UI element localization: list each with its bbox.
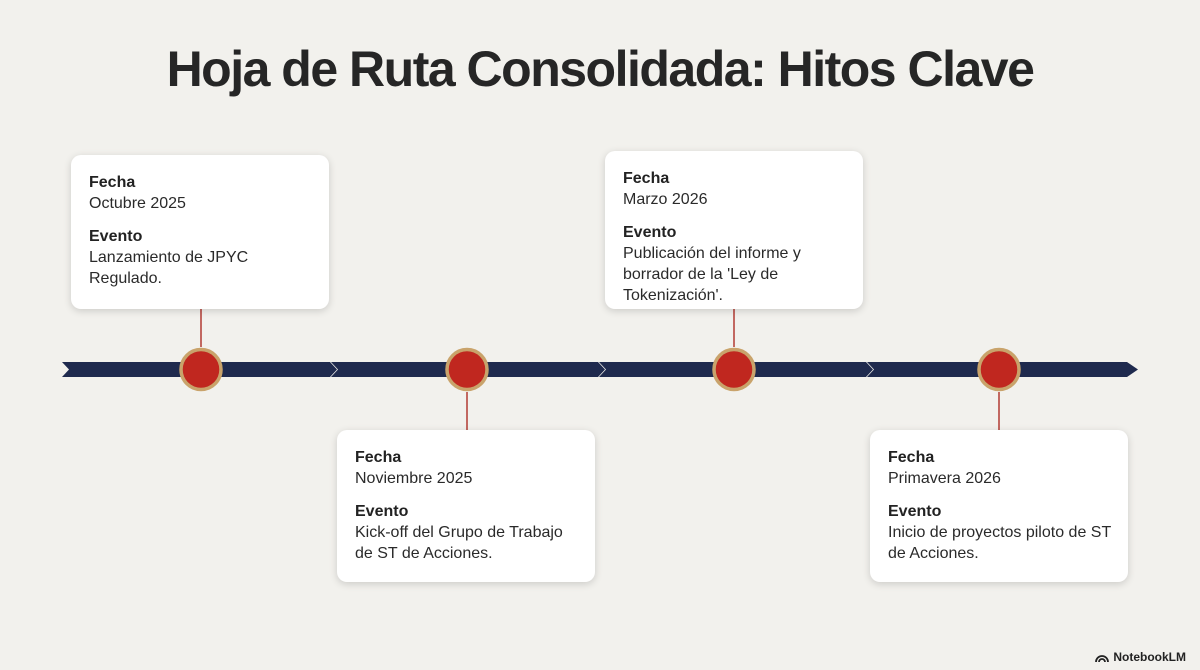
milestone-card-1: Fecha Octubre 2025 Evento Lanzamiento de… [71, 155, 329, 309]
milestone-event: Inicio de proyectos piloto de ST de Acci… [888, 524, 1111, 562]
markers [179, 347, 1021, 392]
connectors [200, 309, 1000, 430]
milestone-date: Noviembre 2025 [355, 470, 473, 487]
milestone-date: Primavera 2026 [888, 470, 1001, 487]
milestone-card-3: Fecha Marzo 2026 Evento Publicación del … [605, 151, 863, 309]
milestone-event: Kick-off del Grupo de Trabajo de ST de A… [355, 524, 563, 562]
milestone-event: Lanzamiento de JPYC Regulado. [89, 249, 249, 287]
milestone-marker-3 [712, 347, 756, 392]
brand-name: NotebookLM [1113, 650, 1186, 664]
event-label: Evento [888, 503, 942, 520]
milestone-date: Marzo 2026 [623, 191, 708, 208]
event-label: Evento [89, 228, 143, 245]
milestone-card-2: Fecha Noviembre 2025 Evento Kick-off del… [337, 430, 595, 582]
event-label: Evento [623, 224, 677, 241]
milestone-marker-2 [445, 347, 489, 392]
event-label: Evento [355, 503, 409, 520]
milestone-marker-1 [179, 347, 223, 392]
date-label: Fecha [888, 449, 935, 466]
timeline-track [62, 362, 1138, 377]
brand-watermark: NotebookLM [1095, 650, 1186, 664]
milestone-marker-4 [977, 347, 1021, 392]
notebooklm-logo-icon [1095, 654, 1110, 662]
milestone-card-4: Fecha Primavera 2026 Evento Inicio de pr… [870, 430, 1128, 582]
page-title: Hoja de Ruta Consolidada: Hitos Clave [166, 41, 1035, 97]
milestone-event: Publicación del informe y borrador de la… [623, 245, 801, 304]
milestone-date: Octubre 2025 [89, 195, 186, 212]
date-label: Fecha [89, 174, 136, 191]
date-label: Fecha [623, 170, 670, 187]
date-label: Fecha [355, 449, 402, 466]
